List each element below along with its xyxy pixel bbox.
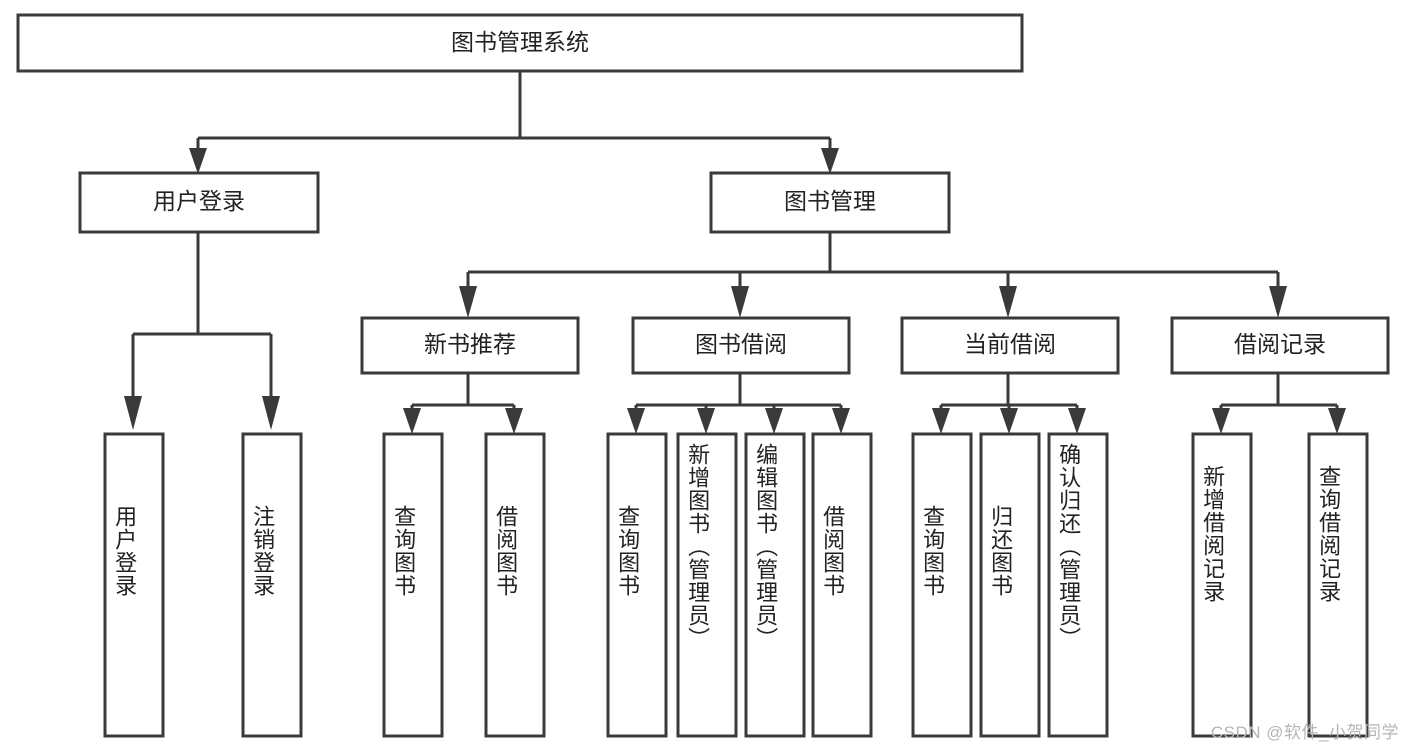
arrow-head-leaf-rec-add xyxy=(1212,408,1230,434)
arrow-head-leaf-rec-query xyxy=(403,408,421,434)
connector-user-login-to-bus xyxy=(133,232,271,336)
leaf-box-borrow-edit[interactable] xyxy=(744,432,806,738)
node-new-book-rec-label: 新书推荐 xyxy=(424,331,516,357)
leaf-box-cur-query[interactable] xyxy=(911,432,973,738)
connector-root-to-bus xyxy=(198,70,830,140)
node-root-label: 图书管理系统 xyxy=(451,29,589,55)
node-borrow-record-box[interactable] xyxy=(1170,316,1390,375)
arrow-head-leaf-borrow-add xyxy=(697,408,715,434)
node-user-login[interactable]: 用户登录 xyxy=(78,171,320,234)
leaf-box-borrow-do[interactable] xyxy=(811,432,873,738)
node-book-mgmt-label: 图书管理 xyxy=(784,188,876,214)
connector-book-borrow-bus xyxy=(636,373,841,407)
node-borrow-record[interactable]: 借阅记录 xyxy=(1170,316,1390,375)
arrow-head-leaf-cur-return xyxy=(1000,408,1018,434)
node-current-borrow-label: 当前借阅 xyxy=(964,331,1056,357)
arrow-head-leaf-borrow-do xyxy=(832,408,850,434)
arrow-head-current-borrow xyxy=(999,286,1017,318)
node-book-borrow-box[interactable] xyxy=(631,316,851,375)
arrow-head-leaf-rec-borrow xyxy=(505,408,523,434)
leaf-box-cur-return[interactable] xyxy=(979,432,1041,738)
node-root-box[interactable] xyxy=(16,13,1024,73)
arrow-head-book-mgmt xyxy=(821,148,839,174)
leaf-box-borrow-query[interactable] xyxy=(606,432,668,738)
connector-new-book-rec-bus xyxy=(412,373,514,407)
leaf-box-rec-query2[interactable] xyxy=(1307,432,1369,738)
arrow-head-leaf-cur-query xyxy=(932,408,950,434)
arrow-head-leaf-rec-query2 xyxy=(1328,408,1346,434)
arrow-head-book-borrow xyxy=(731,286,749,318)
arrow-head-leaf-borrow-edit xyxy=(765,408,783,434)
csdn-watermark: CSDN @软件_小贺同学 xyxy=(1210,723,1399,742)
leaf-box-rec-query[interactable] xyxy=(382,432,444,738)
node-book-mgmt-box[interactable] xyxy=(709,171,951,234)
node-book-borrow-label: 图书借阅 xyxy=(695,331,787,357)
connectors xyxy=(124,70,1346,434)
arrow-head-leaf-cur-confirm xyxy=(1068,408,1086,434)
leaf-box-borrow-add[interactable] xyxy=(676,432,738,738)
leaf-box-rec-add[interactable] xyxy=(1191,432,1253,738)
node-book-mgmt[interactable]: 图书管理 xyxy=(709,171,951,234)
node-borrow-record-label: 借阅记录 xyxy=(1234,331,1326,357)
arrow-head-leaf-user-logout xyxy=(262,396,280,430)
connector-book-mgmt-to-bus xyxy=(468,232,1278,274)
leaf-box-user-logout[interactable] xyxy=(241,432,303,738)
node-root[interactable]: 图书管理系统 xyxy=(16,13,1024,73)
node-user-login-box[interactable] xyxy=(78,171,320,234)
leaf-box-rec-borrow[interactable] xyxy=(484,432,546,738)
connector-current-borrow-bus xyxy=(941,373,1077,407)
arrow-head-leaf-user-login xyxy=(124,396,142,430)
node-user-login-label: 用户登录 xyxy=(153,188,245,214)
node-current-borrow[interactable]: 当前借阅 xyxy=(900,316,1120,375)
node-new-book-rec-box[interactable] xyxy=(360,316,580,375)
arrow-head-leaf-borrow-query xyxy=(627,408,645,434)
node-new-book-rec[interactable]: 新书推荐 xyxy=(360,316,580,375)
leaf-box-user-login[interactable] xyxy=(103,432,165,738)
arrow-head-user-login xyxy=(189,148,207,174)
node-current-borrow-box[interactable] xyxy=(900,316,1120,375)
leaf-box-cur-confirm[interactable] xyxy=(1047,432,1109,738)
arrow-head-new-book-rec xyxy=(459,286,477,318)
arrow-head-borrow-record xyxy=(1269,286,1287,318)
node-book-borrow[interactable]: 图书借阅 xyxy=(631,316,851,375)
connector-borrow-record-bus xyxy=(1221,373,1337,407)
